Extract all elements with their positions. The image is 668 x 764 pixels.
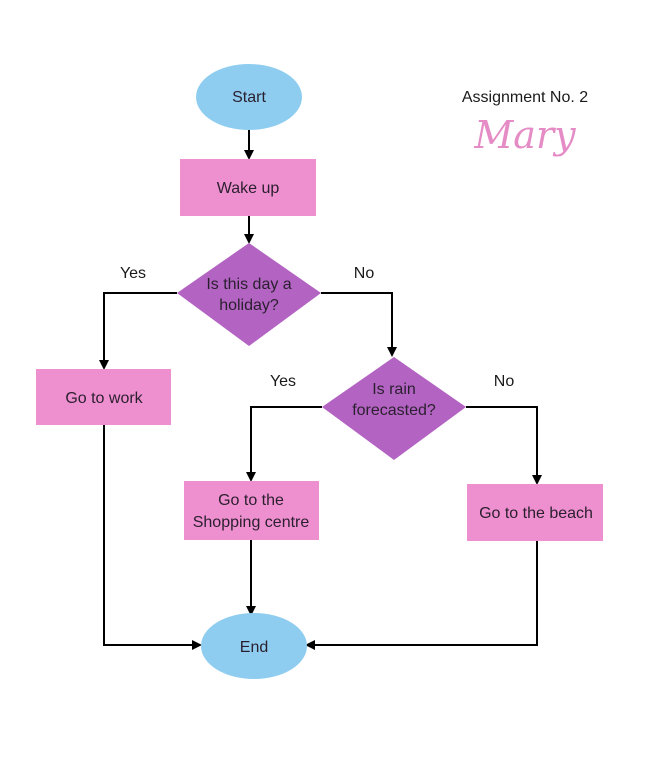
rain-label-line-2: forecasted?: [352, 402, 436, 419]
node-end: End: [201, 613, 307, 679]
shopping-label-line-1: Go to the: [218, 492, 284, 509]
shopping-box: [184, 481, 319, 540]
edges-layer: [99, 130, 542, 650]
node-shopping: Go to the Shopping centre: [184, 481, 319, 540]
edge-rain-no: [466, 406, 542, 485]
edge-holiday-yes: [99, 292, 177, 370]
wake-up-label: Wake up: [217, 180, 280, 197]
rain-decision: [322, 357, 466, 460]
edge-label-rain-no: No: [494, 373, 515, 390]
signature: Mary: [473, 113, 576, 157]
node-wake-up: Wake up: [180, 159, 316, 216]
work-box: [36, 369, 171, 425]
node-beach: Go to the beach: [467, 484, 603, 541]
node-holiday: Is this day a holiday?: [177, 243, 321, 346]
edge-beach-to-end: [305, 541, 538, 650]
work-label: Go to work: [65, 390, 143, 407]
start-terminal: [196, 64, 302, 130]
beach-box: [467, 484, 603, 541]
node-rain: Is rain forecasted?: [322, 357, 466, 460]
end-terminal: [201, 613, 307, 679]
rain-label-line-1: Is rain: [372, 381, 416, 398]
node-start: Start: [196, 64, 302, 130]
edge-rain-yes: [246, 406, 322, 482]
end-label: End: [240, 639, 268, 656]
edge-label-rain-yes: Yes: [270, 373, 296, 390]
edge-label-holiday-no: No: [354, 265, 375, 282]
edge-label-holiday-yes: Yes: [120, 265, 146, 282]
shopping-label-line-2: Shopping centre: [193, 514, 310, 531]
edge-holiday-no: [321, 292, 397, 357]
wake-up-box: [180, 159, 316, 216]
beach-label: Go to the beach: [479, 505, 593, 522]
holiday-label-line-1: Is this day a: [206, 276, 291, 293]
holiday-label-line-2: holiday?: [219, 297, 279, 314]
start-label: Start: [232, 89, 266, 106]
holiday-decision: [177, 243, 321, 346]
assignment-label: Assignment No. 2: [462, 89, 588, 106]
edge-work-to-end: [103, 425, 202, 650]
node-work: Go to work: [36, 369, 171, 425]
